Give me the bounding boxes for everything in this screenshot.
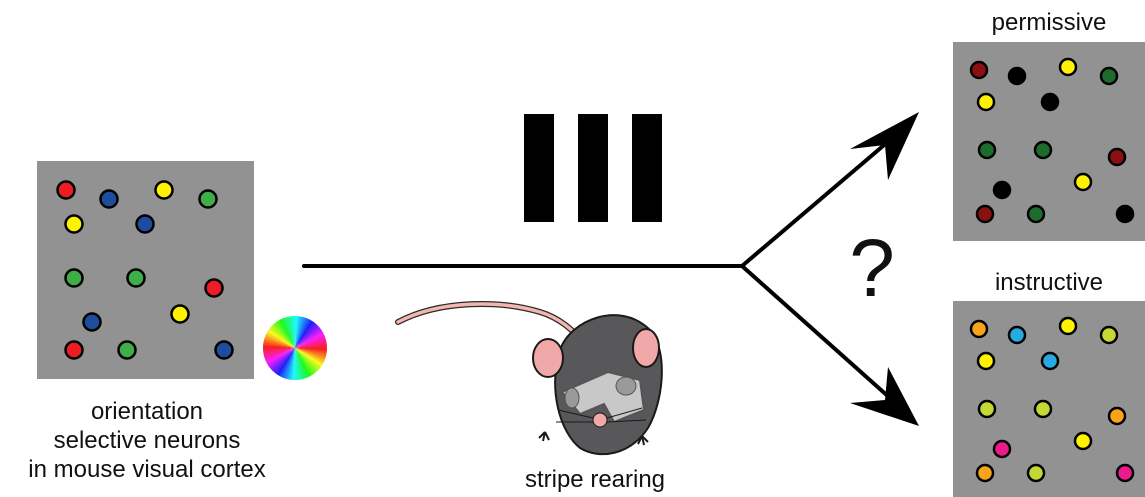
source-neuron-dot (204, 278, 224, 298)
instructive-neuron-dot (1099, 325, 1119, 345)
instructive-neuron-dot (969, 319, 989, 339)
source-neuron-dot (170, 304, 190, 324)
instructive-neuron-dot (1058, 316, 1078, 336)
instructive-neuron-dot (1073, 431, 1093, 451)
permissive-neuron-dot (977, 140, 997, 160)
goggle-lens-right (615, 376, 637, 396)
source-neuron-dot (154, 180, 174, 200)
source-neuron-dot (64, 214, 84, 234)
upper-arrowhead-icon (850, 112, 919, 180)
stripe-1 (524, 114, 554, 222)
source-neuron-dot (214, 340, 234, 360)
instructive-neuron-dot (975, 463, 995, 483)
source-neuron-dots (56, 180, 234, 360)
mouse-with-goggles-icon (395, 301, 663, 456)
instructive-neuron-dot (1026, 463, 1046, 483)
orientation-color-wheel-icon (263, 316, 327, 380)
permissive-label: permissive (991, 9, 1107, 36)
upper-branch-line (740, 138, 892, 268)
permissive-neuron-dot (969, 60, 989, 80)
source-neuron-panel (37, 161, 254, 379)
mouse-nose (592, 412, 608, 428)
source-neuron-dot (117, 340, 137, 360)
permissive-neuron-dot (1007, 66, 1027, 86)
permissive-neuron-dot (1040, 92, 1060, 112)
permissive-neuron-dot (975, 204, 995, 224)
source-neuron-dot (126, 268, 146, 288)
instructive-neuron-dot (992, 439, 1012, 459)
lower-arrowhead-icon (850, 367, 919, 426)
permissive-neuron-dot (1058, 57, 1078, 77)
instructive-neuron-dot (976, 351, 996, 371)
source-neuron-dot (64, 268, 84, 288)
instructive-neuron-dot (1007, 325, 1027, 345)
stripe-3 (632, 114, 662, 222)
instructive-neuron-dot (1107, 406, 1127, 426)
source-neuron-dot (56, 180, 76, 200)
source-label-line1: orientation (90, 398, 204, 425)
permissive-neuron-dot (1099, 66, 1119, 86)
vertical-stripes-icon (524, 114, 662, 222)
instructive-neuron-dots (969, 316, 1135, 483)
source-label-line3: in mouse visual cortex (28, 456, 266, 483)
method-label: stripe rearing (524, 466, 666, 493)
mouse-ear-left (532, 338, 564, 378)
question-mark: ? (849, 223, 895, 314)
permissive-neuron-dot (1115, 204, 1135, 224)
instructive-neuron-dot (1040, 351, 1060, 371)
instructive-neuron-dot (1033, 399, 1053, 419)
mouse-tail (396, 302, 584, 342)
mouse-ear-right (632, 328, 660, 368)
permissive-neuron-dot (1073, 172, 1093, 192)
stripe-2 (578, 114, 608, 222)
source-neuron-dot (198, 189, 218, 209)
permissive-neuron-dots (969, 57, 1135, 224)
source-label-line2: selective neurons (53, 427, 241, 454)
permissive-neuron-dot (1107, 147, 1127, 167)
source-neuron-dot (64, 340, 84, 360)
instructive-neuron-dot (1115, 463, 1135, 483)
permissive-neuron-dot (1026, 204, 1046, 224)
source-neuron-dot (82, 312, 102, 332)
goggle-lens-left (564, 387, 580, 409)
instructive-neuron-dot (977, 399, 997, 419)
instructive-label: instructive (994, 269, 1104, 296)
permissive-neuron-panel (953, 42, 1145, 241)
permissive-neuron-dot (976, 92, 996, 112)
source-neuron-dot (99, 189, 119, 209)
source-neuron-dot (135, 214, 155, 234)
instructive-neuron-panel (953, 301, 1145, 497)
mouse-paw-right (637, 435, 649, 446)
lower-branch-line (740, 264, 892, 400)
branching-arrow (302, 138, 892, 400)
permissive-neuron-dot (1033, 140, 1053, 160)
mouse-whiskers (556, 407, 647, 423)
permissive-neuron-dot (992, 180, 1012, 200)
mouse-paw-left (538, 431, 550, 442)
